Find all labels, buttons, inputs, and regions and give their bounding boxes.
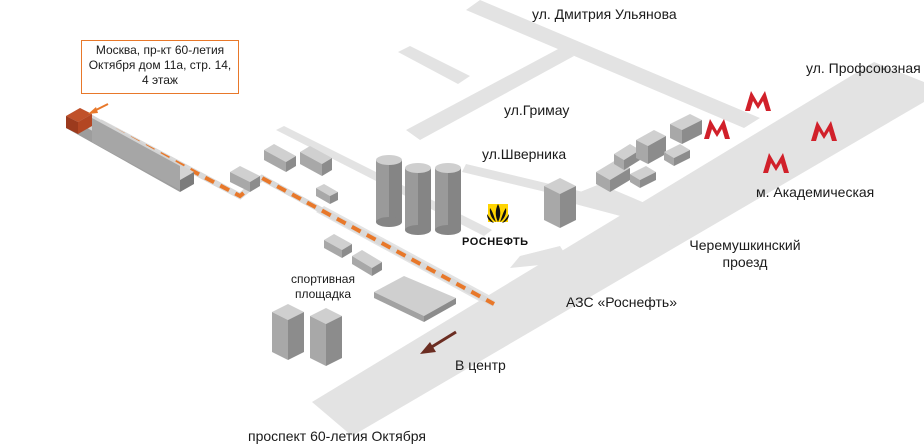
road-grimau-branch: [398, 46, 470, 84]
building: [352, 250, 382, 276]
label-grimau: ул.Гримау: [504, 102, 570, 118]
label-prospekt: проспект 60-летия Октября: [248, 428, 426, 444]
building: [630, 166, 656, 188]
cylinder-tower: [376, 155, 402, 227]
address-line-2: Октября дом 11а, стр. 14,: [88, 58, 232, 72]
metro-icon: [763, 153, 789, 173]
metro-icon: [745, 91, 771, 111]
tower: [310, 308, 342, 366]
metro-icon: [811, 121, 837, 141]
tower: [272, 304, 304, 360]
sports-ground-building: [374, 276, 456, 322]
target-pointer-icon: [88, 103, 109, 114]
address-callout: Москва, пр-кт 60-летия Октября дом 11а, …: [81, 40, 239, 94]
road-gas-station-lot: [510, 246, 570, 268]
label-sports-ground-line-2: площадка: [294, 287, 352, 301]
label-cheremushkinsky: Черемушкинский проезд: [680, 237, 810, 271]
building: [264, 144, 296, 172]
address-line-3: 4 этаж: [142, 73, 178, 87]
cylinder-towers: [376, 155, 461, 235]
label-gas-station: АЗС «Роснефть»: [566, 294, 677, 310]
rosneft-brand-name: РОСНЕФТЬ: [462, 236, 529, 248]
label-dmitriya-ulyanova: ул. Дмитрия Ульянова: [532, 6, 677, 22]
direction-arrow-icon: [420, 330, 457, 354]
label-sports-ground: спортивная площадка: [278, 272, 368, 302]
building: [300, 146, 332, 176]
road-prospekt: [312, 62, 924, 436]
label-metro-station: м. Академическая: [756, 184, 875, 200]
building: [670, 114, 702, 144]
buildings: [230, 114, 702, 366]
label-profsoyuznaya: ул. Профсоюзная: [806, 60, 921, 76]
building: [664, 144, 690, 166]
label-shvernika: ул.Шверника: [482, 146, 567, 162]
label-cheremushkinsky-line-1: Черемушкинский: [689, 237, 801, 253]
label-to-center: В центр: [455, 357, 506, 373]
target-building: [66, 108, 194, 192]
building: [316, 184, 338, 204]
road-dmitriya-ulyanova: [466, 0, 760, 128]
metro-icon: [704, 119, 730, 139]
rosneft-logo-icon: [487, 204, 509, 223]
building: [636, 130, 666, 164]
address-line-1: Москва, пр-кт 60-летия: [95, 43, 225, 57]
road-cheremushkinsky: [560, 184, 680, 228]
tower: [544, 178, 576, 228]
cylinder-tower: [435, 163, 461, 235]
label-sports-ground-line-1: спортивная: [291, 272, 355, 286]
road-grimau: [406, 48, 574, 140]
building: [230, 166, 260, 192]
label-cheremushkinsky-line-2: проезд: [722, 254, 768, 270]
building: [324, 234, 352, 258]
cylinder-tower: [405, 163, 431, 235]
